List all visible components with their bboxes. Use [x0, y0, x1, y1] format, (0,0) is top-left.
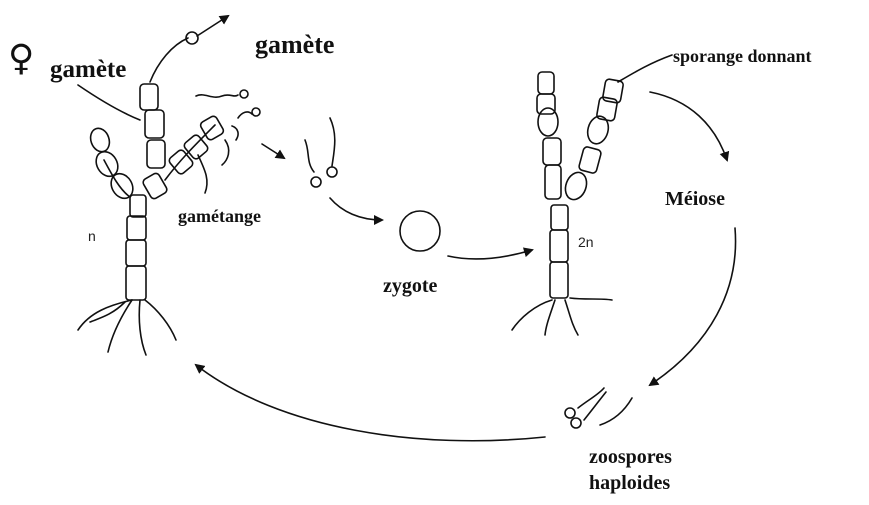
- zoospores-to-gametophyte-arrow: [196, 365, 545, 441]
- diploid-sporophyte: [512, 72, 624, 335]
- zygote-label: zygote: [383, 275, 437, 298]
- sporange-leader: [618, 55, 672, 82]
- gamete-release-arrow: [197, 16, 228, 36]
- sporange-label: sporange donnant: [673, 46, 812, 67]
- to-zygote-arrow: [330, 198, 382, 220]
- haploid-n-label: n: [88, 228, 96, 244]
- zygote-to-sporophyte-arrow: [448, 250, 532, 259]
- zygote-cell: [400, 211, 440, 251]
- diploid-2n-label: 2n: [578, 234, 594, 250]
- gametes-swimming: [196, 90, 260, 140]
- meiose-label: Méiose: [665, 188, 725, 211]
- zoospores-icon: [565, 388, 632, 428]
- male-gamete-leader: [150, 38, 188, 82]
- female-gamete-leader: [78, 85, 140, 120]
- sporange-to-meiose-arrow: [650, 92, 727, 160]
- zoospores-label-line2: haploides: [589, 472, 670, 495]
- male-gamete-label: gamète: [255, 30, 334, 60]
- female-symbol: ♀: [8, 38, 34, 79]
- zoospores-label-line1: zoospores: [589, 446, 672, 469]
- meiose-to-zoospores-arrow: [650, 228, 736, 385]
- gamete-fusion-arrow: [262, 144, 284, 158]
- gametange-label: gamétange: [178, 206, 261, 227]
- fusing-gametes: [305, 118, 337, 187]
- female-gamete-label: gamète: [50, 56, 126, 84]
